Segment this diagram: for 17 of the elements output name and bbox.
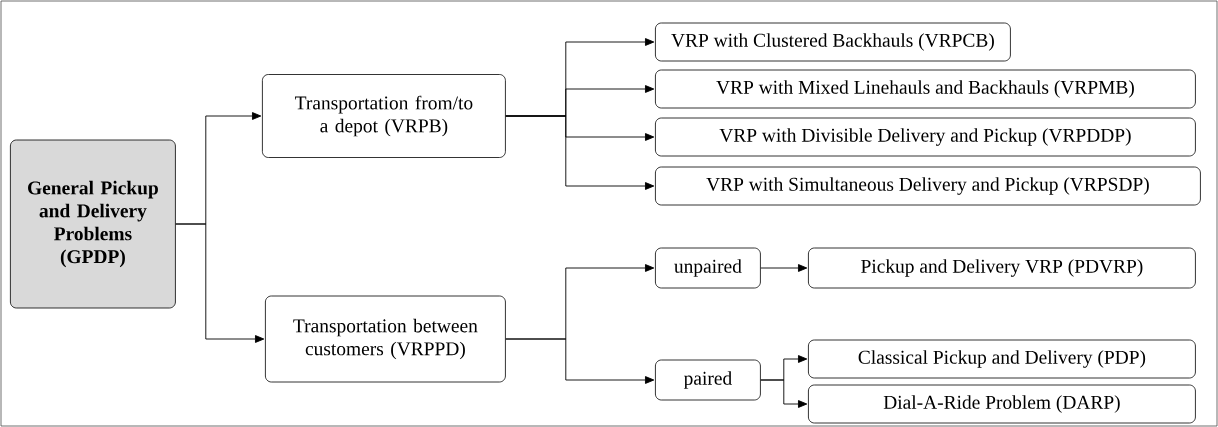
arrow <box>760 264 808 272</box>
problem-box: VRP with Clustered Backhauls (VRPCB) <box>655 22 1011 62</box>
arrow <box>505 338 655 384</box>
problem-box: VRP with Divisible Delivery and Pickup (VRPDDP) <box>655 117 1196 157</box>
root-box: General Pickup and Delivery Problems (GPDP) <box>10 139 176 309</box>
problem-box: Classical Pickup and Delivery (PDP) <box>808 339 1196 379</box>
arrow <box>760 379 808 408</box>
pairing-box: paired <box>655 359 761 401</box>
problem-box: Pickup and Delivery VRP (PDVRP) <box>808 247 1196 289</box>
problem-box: VRP with Mixed Linehauls and Backhauls (VRPMB) <box>655 69 1196 109</box>
category-box: Transportation from/to a depot (VRPB) <box>262 74 506 158</box>
problem-box: Dial-A-Ride Problem (DARP) <box>808 384 1196 424</box>
pairing-box: unpaired <box>655 247 761 289</box>
problem-box: VRP with Simultaneous Delivery and Pickup (VRPSDP) <box>655 166 1201 206</box>
arrow <box>175 223 265 343</box>
category-box: Transportation between customers (VRPPD) <box>265 295 506 383</box>
arrow <box>505 115 655 190</box>
